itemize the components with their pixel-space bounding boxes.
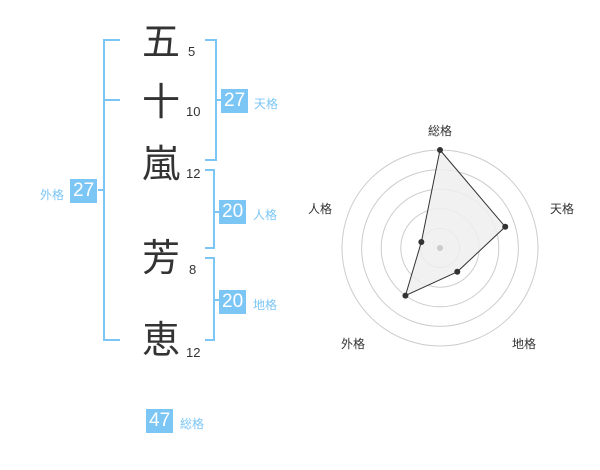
- gaikaku-label: 外格: [40, 188, 65, 202]
- gaikaku-value: 27: [70, 179, 98, 203]
- jinkaku-label: 人格: [253, 208, 278, 222]
- radar-point-2: [502, 223, 509, 230]
- stroke-count-4: 8: [189, 262, 197, 277]
- chikaku-label: 地格: [253, 298, 278, 312]
- radar-axis-label-tenkaku: 天格: [550, 202, 575, 216]
- radar-series-polygon: [404, 148, 506, 297]
- tenkaku-label: 天格: [254, 97, 279, 111]
- radar-point-1: [437, 147, 443, 153]
- chikaku-value: 20: [219, 290, 247, 314]
- name-char-5: 恵: [141, 318, 180, 362]
- name-char-2: 十: [141, 80, 180, 124]
- soukaku-value: 47: [146, 409, 174, 433]
- stroke-count-2: 10: [186, 104, 201, 119]
- stroke-count-1: 5: [188, 44, 196, 59]
- stroke-count-5: 12: [186, 345, 201, 360]
- radar-axis-label-jinkaku: 人格: [308, 202, 333, 216]
- soukaku-label: 総格: [180, 417, 205, 431]
- radar-center-point: [437, 245, 443, 251]
- radar-point-4: [402, 292, 409, 299]
- name-char-1: 五: [141, 20, 180, 64]
- radar-point-3: [454, 268, 461, 275]
- radar-axis-label-chikaku: 地格: [512, 337, 537, 351]
- radar-axis-label-gaikaku: 外格: [341, 337, 366, 351]
- jinkaku-bracket: [205, 169, 215, 249]
- name-char-3: 嵐: [141, 142, 180, 186]
- radar-axis-label-soukaku: 総格: [428, 124, 453, 138]
- tenkaku-value: 27: [221, 89, 249, 113]
- radar-point-5: [418, 238, 425, 245]
- stroke-count-3: 12: [186, 166, 201, 181]
- jinkaku-value: 20: [219, 200, 247, 224]
- name-char-4: 芳: [141, 236, 180, 280]
